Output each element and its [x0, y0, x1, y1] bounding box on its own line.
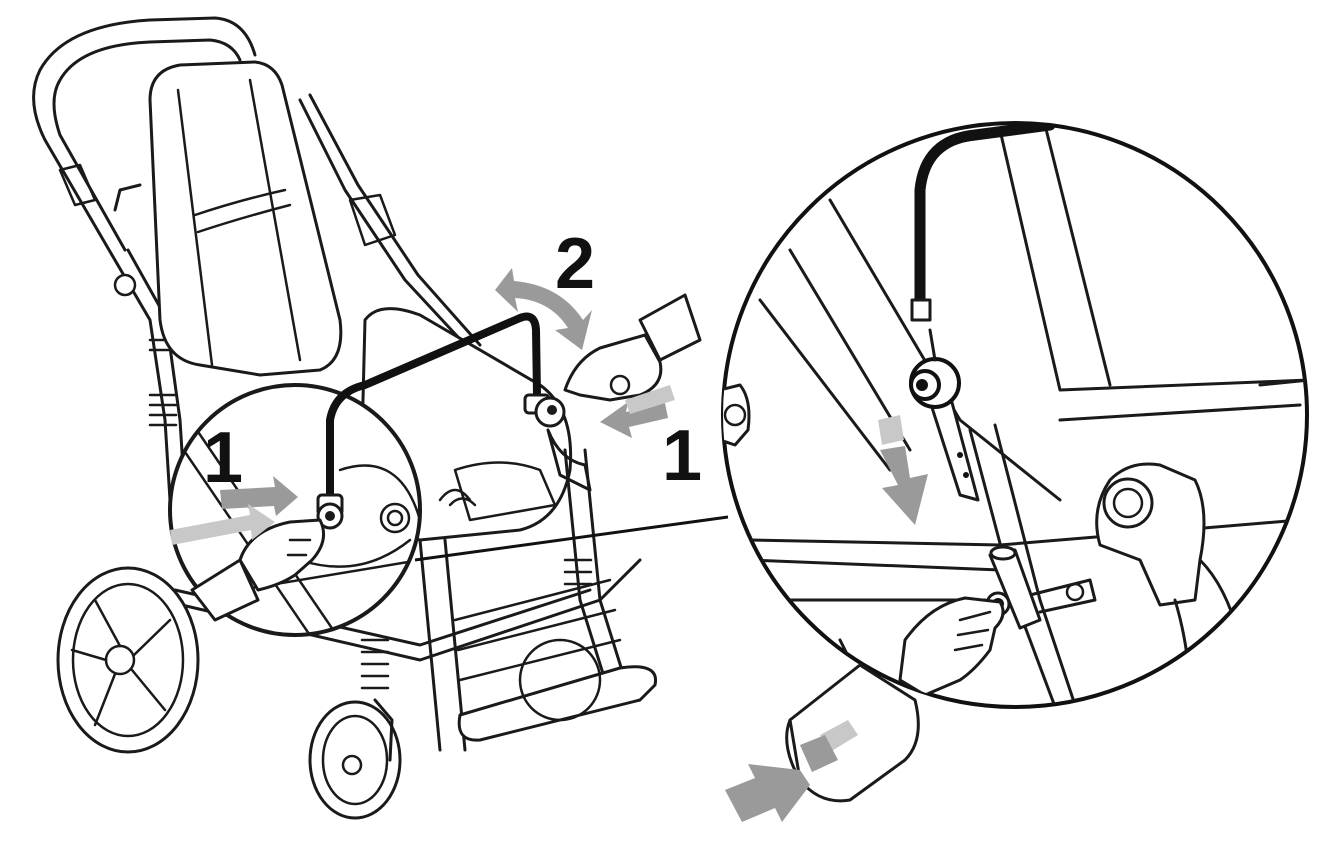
pull-arrow [600, 385, 675, 438]
step-label-1-right: 1 [662, 416, 702, 496]
rotate-arrow [495, 268, 592, 350]
hand-icon [898, 596, 1005, 697]
rear-wheel [56, 566, 200, 754]
release-knob-right [523, 393, 592, 492]
step-label-2: 2 [555, 224, 595, 304]
step-label-1-left: 1 [203, 418, 243, 498]
hand-icon [563, 293, 702, 402]
hand-icon [190, 518, 326, 622]
pull-arrow [725, 720, 858, 822]
release-knob-left [316, 493, 344, 530]
release-cable [326, 312, 541, 499]
push-arrow [170, 476, 298, 545]
detail-connector [414, 515, 729, 562]
push-arrow [878, 415, 928, 525]
detail-magnifier [721, 121, 1309, 709]
front-wheel [308, 698, 402, 820]
